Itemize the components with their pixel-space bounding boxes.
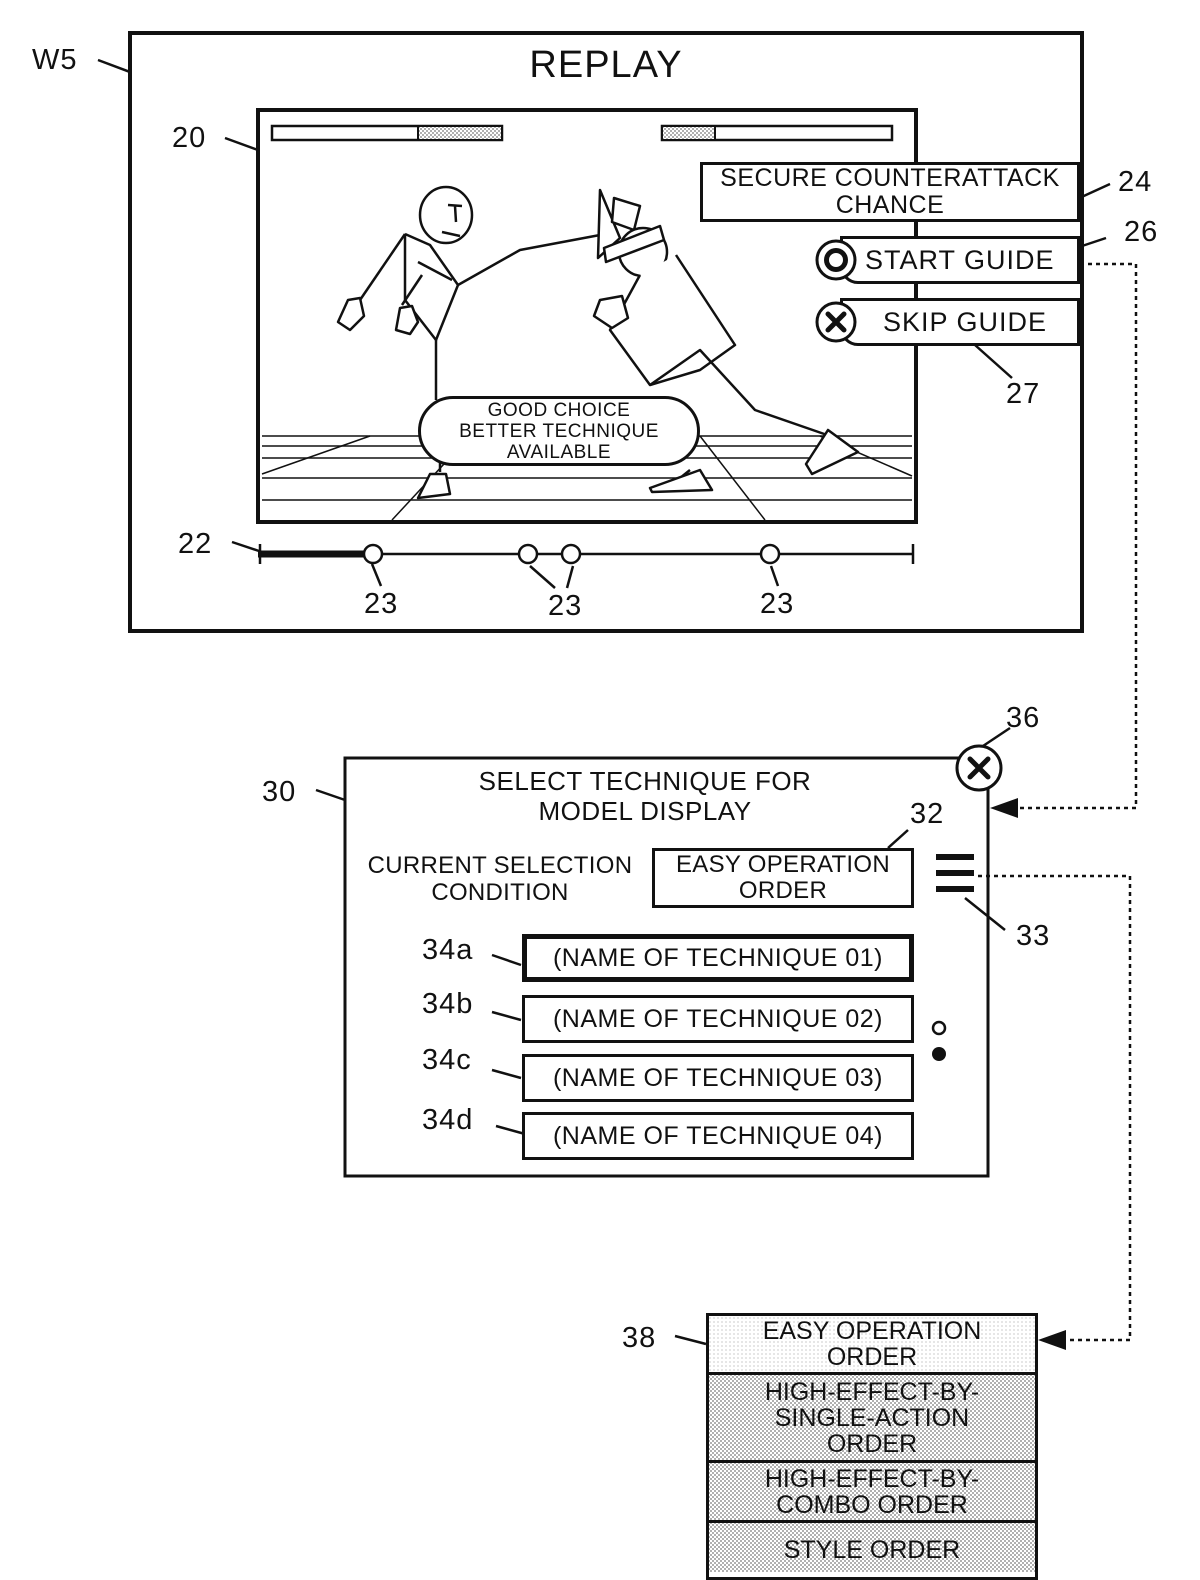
ref-label-30: 30: [262, 776, 297, 808]
timeline-marker[interactable]: [759, 543, 781, 565]
connector-arrows: [978, 262, 1138, 1342]
fighter-right: [592, 188, 860, 494]
ref-label-27: 27: [1006, 378, 1041, 410]
ref-label-23: 23: [364, 588, 399, 620]
technique-item[interactable]: (NAME OF TECHNIQUE 03): [522, 1054, 914, 1102]
health-bars: [270, 124, 894, 142]
ref-label-20: 20: [172, 122, 207, 154]
timeline: [258, 544, 915, 564]
order-option-combo[interactable]: HIGH-EFFECT-BY- COMBO ORDER: [706, 1460, 1038, 1523]
arrowhead: [1038, 1330, 1066, 1350]
ref-label-w5: W5: [32, 44, 78, 76]
timeline-marker[interactable]: [517, 543, 539, 565]
arrowhead: [990, 798, 1018, 818]
ref-label-33: 33: [1016, 920, 1051, 952]
order-option-bg: [706, 1523, 1038, 1572]
skip-guide-button[interactable]: SKIP GUIDE: [840, 298, 1080, 346]
ref-label-26: 26: [1124, 216, 1159, 248]
circle-button-icon[interactable]: [814, 238, 858, 282]
replay-title: REPLAY: [529, 44, 683, 86]
ref-label-22: 22: [178, 528, 213, 560]
scroll-dot-empty: [931, 1020, 947, 1036]
ref-label-32: 32: [910, 798, 945, 830]
timeline-marker[interactable]: [560, 543, 582, 565]
ref-label-24: 24: [1118, 166, 1153, 198]
advice-box: SECURE COUNTERATTACK CHANCE: [700, 162, 1080, 222]
hamburger-menu-icon[interactable]: [936, 852, 976, 894]
order-option-style[interactable]: STYLE ORDER: [706, 1520, 1038, 1580]
ref-label-38: 38: [622, 1322, 657, 1354]
close-icon[interactable]: [954, 743, 1004, 793]
x-button-icon[interactable]: [814, 300, 858, 344]
order-option-easy-operation[interactable]: EASY OPERATION ORDER: [706, 1313, 1038, 1375]
start-guide-label: START GUIDE: [865, 244, 1055, 275]
ref-label-34a: 34a: [422, 934, 474, 966]
replay-window: [128, 31, 1084, 633]
start-guide-button[interactable]: START GUIDE: [840, 236, 1080, 284]
condition-label: CURRENT SELECTION CONDITION: [367, 852, 633, 906]
ref-label-34c: 34c: [422, 1044, 472, 1076]
ref-label-23: 23: [760, 588, 795, 620]
skip-guide-label: SKIP GUIDE: [883, 306, 1048, 337]
dialog-title: SELECT TECHNIQUE FOR MODEL DISPLAY: [478, 766, 812, 826]
ref-label-36: 36: [1006, 702, 1041, 734]
order-option-single-action[interactable]: HIGH-EFFECT-BY- SINGLE-ACTION ORDER: [706, 1372, 1038, 1463]
condition-value-field[interactable]: EASY OPERATION ORDER: [652, 848, 914, 908]
scroll-dot-filled: [932, 1047, 946, 1061]
order-option-bg: [706, 1463, 1038, 1523]
select-technique-dialog: [343, 756, 990, 1178]
leader-lines: [97, 58, 1111, 1346]
order-option-bg: [706, 1313, 1038, 1375]
order-option-bg: [706, 1375, 1038, 1463]
technique-item-selected[interactable]: (NAME OF TECHNIQUE 01): [522, 934, 914, 982]
ref-label-34b: 34b: [422, 988, 474, 1020]
ref-label-23: 23: [548, 590, 583, 622]
technique-item[interactable]: (NAME OF TECHNIQUE 04): [522, 1112, 914, 1160]
feedback-bubble: GOOD CHOICE BETTER TECHNIQUE AVAILABLE: [418, 396, 700, 466]
ref-label-34d: 34d: [422, 1104, 474, 1136]
timeline-marker[interactable]: [362, 543, 384, 565]
technique-item[interactable]: (NAME OF TECHNIQUE 02): [522, 995, 914, 1043]
fighter-left: [336, 185, 601, 500]
